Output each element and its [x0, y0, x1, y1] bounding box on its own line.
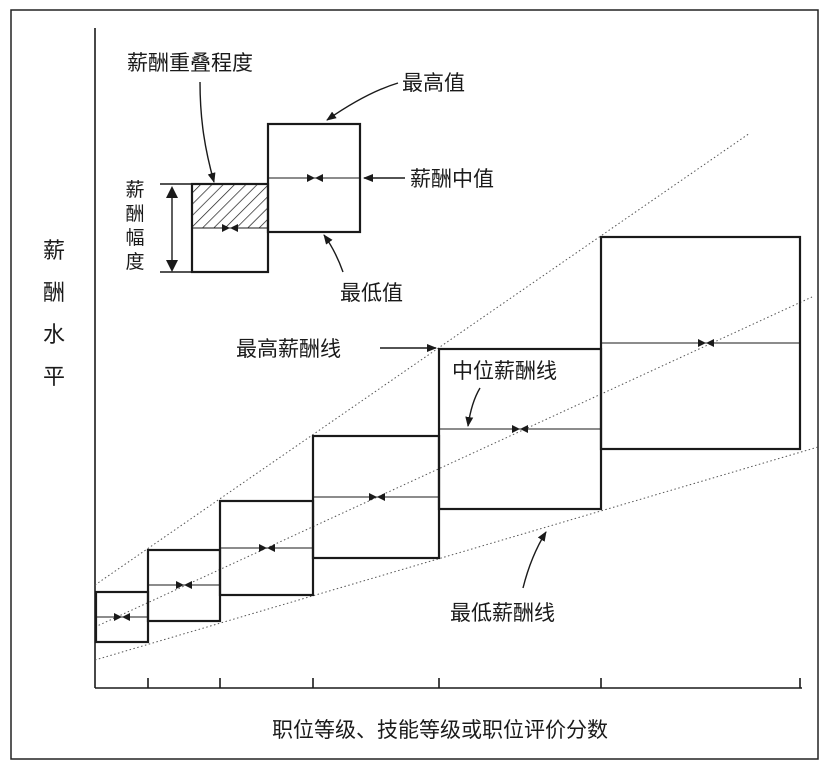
median-marker [259, 544, 275, 552]
svg-text:薪: 薪 [125, 179, 144, 201]
grade-box-4 [311, 434, 441, 560]
median-marker [114, 613, 130, 621]
min-value-label: 最低值 [340, 281, 403, 305]
median-marker [512, 425, 528, 433]
max-salary-line [94, 132, 751, 586]
median-salary-line [94, 296, 813, 628]
median-marker [369, 493, 385, 501]
max-value-label: 最高值 [402, 71, 465, 95]
outer-frame [10, 9, 819, 760]
min-value-arrow [323, 234, 344, 273]
range-bracket [160, 183, 192, 273]
max-value-arrow [326, 82, 399, 121]
min-line-arrow [522, 531, 547, 589]
overlap-arrow [199, 81, 216, 183]
overlap-label: 薪酬重叠程度 [127, 51, 253, 75]
svg-text:水: 水 [43, 323, 65, 348]
grade-box-2 [146, 548, 222, 623]
overlap-hatch [192, 184, 268, 228]
legend-box-right [266, 122, 362, 234]
median-line-arrow [465, 387, 481, 427]
median-marker [176, 581, 192, 589]
svg-text:酬: 酬 [43, 281, 65, 306]
min-salary-line [94, 446, 819, 661]
svg-text:平: 平 [43, 365, 65, 390]
median-marker [698, 339, 714, 347]
max-line-label: 最高薪酬线 [236, 337, 341, 361]
svg-text:幅: 幅 [125, 227, 144, 249]
grade-box-6 [599, 235, 802, 451]
median-line-label: 中位薪酬线 [452, 359, 557, 383]
median-marker [307, 174, 323, 182]
x-axis-ticks [147, 678, 801, 688]
svg-text:度: 度 [125, 251, 144, 273]
svg-text:酬: 酬 [125, 203, 144, 225]
range-label: 薪 酬 幅 度 [125, 179, 144, 273]
y-axis-label: 薪 酬 水 平 [43, 239, 65, 390]
grade-box-3 [218, 499, 315, 597]
grade-box-1 [94, 590, 150, 644]
min-line-label: 最低薪酬线 [450, 601, 555, 625]
legend-box-left [190, 182, 270, 274]
svg-text:薪: 薪 [43, 239, 65, 264]
median-marker [222, 224, 238, 232]
x-axis-label: 职位等级、技能等级或职位评价分数 [272, 718, 608, 742]
median-value-label: 薪酬中值 [410, 167, 494, 191]
